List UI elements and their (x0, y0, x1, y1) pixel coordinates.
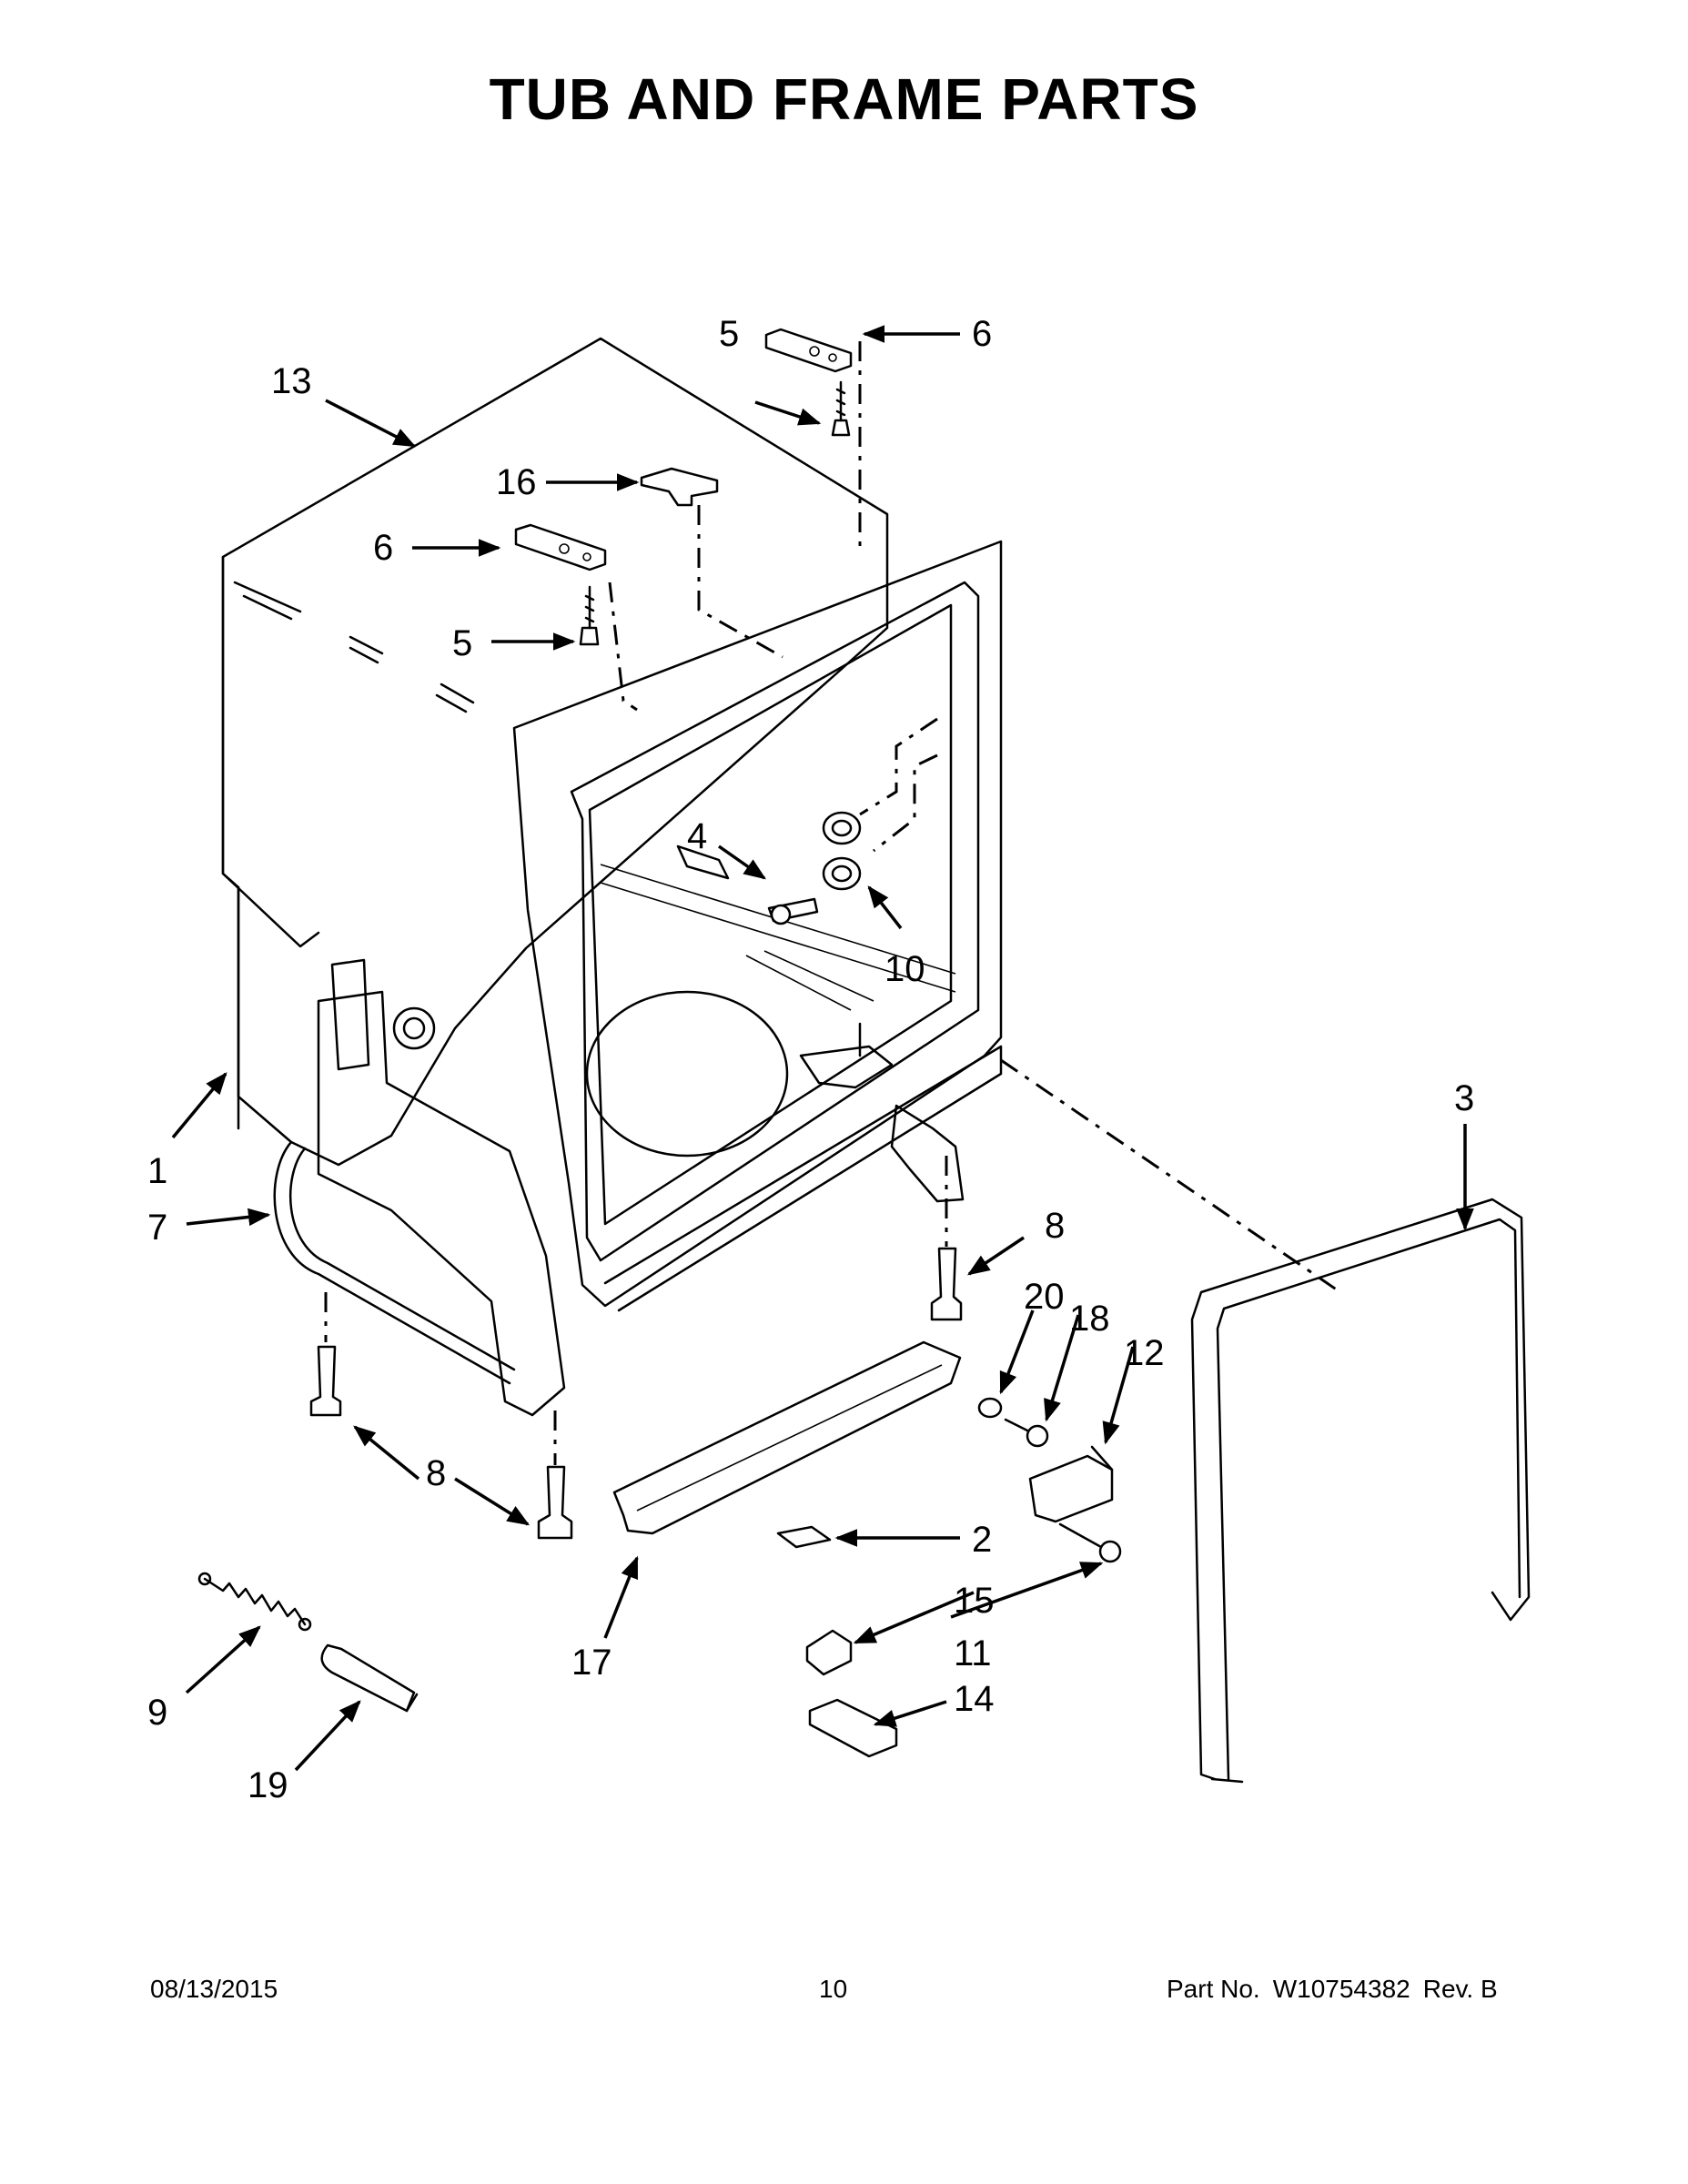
pad-part-19 (320, 1643, 419, 1713)
part-4-bolt (676, 844, 819, 925)
leveling-leg-part-8-right (930, 1247, 963, 1321)
callout-7: 7 (147, 1208, 167, 1248)
leveling-leg-part-8-left (309, 1345, 342, 1417)
valve-dashline-top (859, 717, 938, 816)
callout-15: 15 (954, 1581, 995, 1621)
toe-panel-part-17 (612, 1340, 962, 1535)
spring-part-9 (197, 1572, 312, 1632)
leader-arrows (171, 325, 1474, 1772)
callout-13: 13 (271, 361, 312, 401)
part-number-value: W10754382 (1272, 1975, 1410, 2003)
callout-19: 19 (248, 1765, 288, 1805)
callout-9: 9 (147, 1693, 167, 1733)
callout-17: 17 (571, 1643, 612, 1683)
part-10-grommets (822, 811, 862, 891)
callout-10: 10 (884, 949, 925, 989)
callout-6-left: 6 (373, 528, 393, 568)
clip-part-2 (776, 1525, 832, 1549)
bracket-part-16 (640, 467, 719, 507)
callout-14: 14 (954, 1679, 995, 1719)
revision: Rev. B (1422, 1975, 1498, 2003)
hinge-dashline-left (608, 581, 638, 712)
footer-page-number: 10 (819, 1975, 848, 2003)
callout-6-top: 6 (972, 314, 992, 354)
switch-bracket-part-14 (808, 1698, 898, 1758)
bracket-dashline (697, 505, 783, 659)
tub-assembly (221, 337, 1003, 1417)
valve-dashline-bottom (873, 753, 938, 853)
hinge-bracket-part-6-left (514, 523, 607, 571)
callout-16: 16 (496, 462, 537, 502)
page-title: TUB AND FRAME PARTS (489, 66, 1199, 132)
hinge-bracket-part-6-top (764, 328, 853, 373)
callout-18: 18 (1069, 1299, 1110, 1339)
part-number-label: Part No. (1167, 1975, 1260, 2003)
callout-12: 12 (1124, 1333, 1165, 1373)
callout-2: 2 (972, 1520, 992, 1560)
callout-labels: 13 5 6 16 6 5 4 10 1 7 3 8 8 20 18 12 2 … (147, 314, 1474, 1805)
bracket-part-12 (1028, 1445, 1114, 1523)
screw-part-11 (1058, 1522, 1122, 1563)
footer-part-number: Part No. W10754382 Rev. B (1167, 1975, 1511, 2004)
leveling-leg-part-8-middle (537, 1465, 573, 1540)
washer-part-20 (977, 1397, 1003, 1419)
callout-5-left: 5 (452, 623, 472, 663)
screw-part-5-left (579, 585, 600, 646)
gasket-dashline (1000, 1058, 1339, 1292)
callout-11: 11 (954, 1633, 992, 1673)
callout-8-bottom: 8 (426, 1453, 446, 1493)
callout-4: 4 (687, 816, 707, 856)
callout-5-top: 5 (719, 314, 739, 354)
callout-1: 1 (147, 1151, 167, 1191)
screw-part-5-top (831, 380, 851, 437)
screw-part-18 (1004, 1418, 1049, 1448)
switch-part-15 (805, 1629, 853, 1676)
footer-date: 08/13/2015 (150, 1975, 278, 2003)
callout-8-right: 8 (1045, 1206, 1065, 1246)
door-gasket-part-3 (1190, 1198, 1531, 1784)
drain-hose-part-7 (273, 1140, 516, 1385)
callout-3: 3 (1454, 1078, 1474, 1118)
callout-20: 20 (1024, 1277, 1065, 1317)
